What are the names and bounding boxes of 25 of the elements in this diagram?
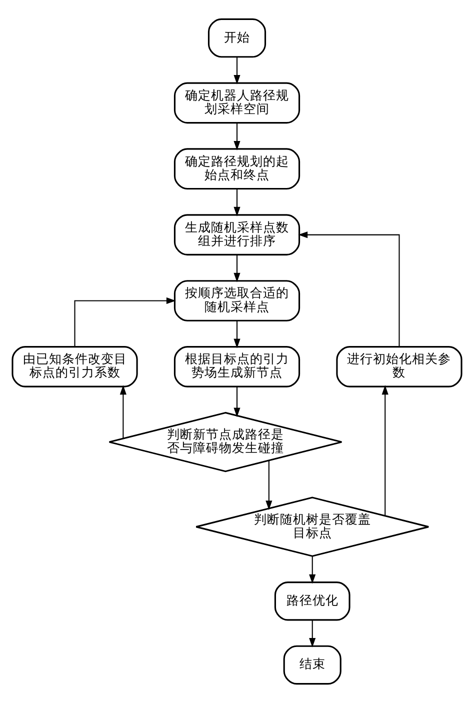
node-box: 开始	[208, 18, 266, 58]
node-box: 进行初始化相关参数	[336, 346, 462, 387]
node-box: 由已知条件改变目标点的引力系数	[12, 346, 138, 387]
node-diamond: 判断随机树是否覆盖目标点	[195, 496, 430, 556]
node-box: 确定路径规划的起始点和终点	[174, 148, 300, 190]
node-box: 生成随机采样点数组并进行排序	[174, 214, 300, 255]
arrow	[266, 460, 272, 510]
arrow	[234, 386, 240, 417]
node-diamond: 判断新节点成路径是否与障碍物发生碰撞	[108, 411, 342, 472]
arrow	[234, 254, 240, 282]
node-box: 结束	[283, 644, 342, 684]
arrow	[298, 231, 400, 346]
node-box: 确定机器人路径规划采样空间	[174, 82, 300, 124]
node-box: 路径优化	[274, 581, 350, 620]
arrow	[74, 296, 176, 346]
arrow	[309, 556, 316, 584]
arrow	[234, 188, 240, 216]
arrow	[234, 56, 240, 84]
arrow	[309, 620, 316, 647]
arrow	[234, 320, 240, 348]
node-box: 按顺序选取合适的随机采样点	[174, 280, 300, 321]
arrow	[120, 384, 126, 438]
node-box: 根据目标点的引力势场生成新节点	[174, 346, 300, 387]
arrow	[234, 122, 240, 150]
arrow	[382, 384, 388, 516]
